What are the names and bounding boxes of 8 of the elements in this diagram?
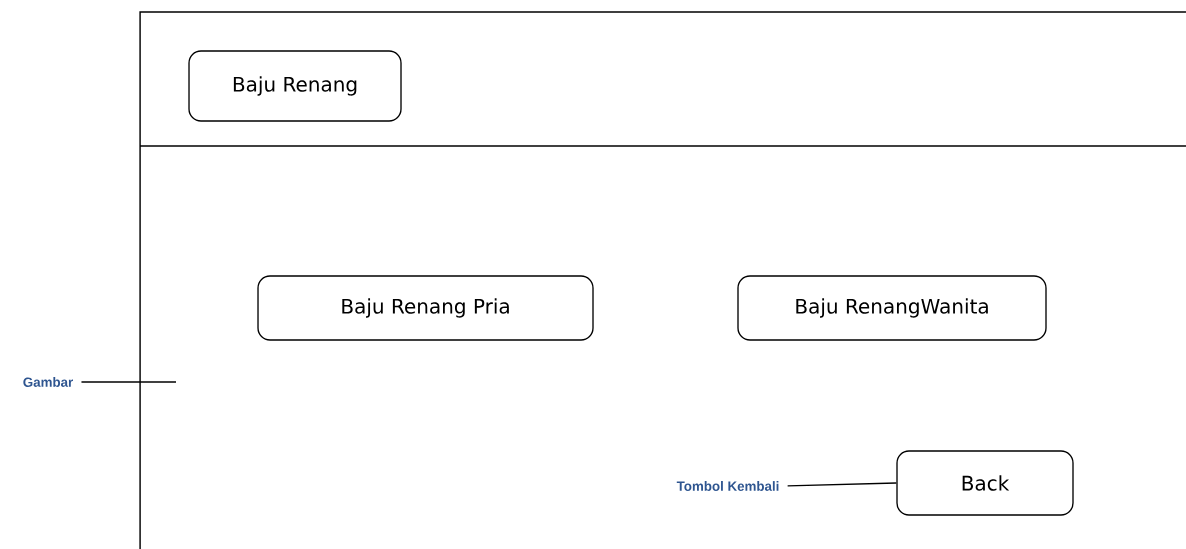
button: Baju Renang Pria [257, 275, 594, 341]
button: Back [896, 450, 1074, 516]
button: Baju RenangWanita [737, 275, 1047, 341]
leader-line [80, 381, 177, 383]
annotation-label: Gambar [23, 377, 73, 387]
leader-line [786, 482, 897, 487]
button: Baju Renang [188, 50, 402, 122]
annotation-label: Tombol Kembali [676, 481, 779, 491]
